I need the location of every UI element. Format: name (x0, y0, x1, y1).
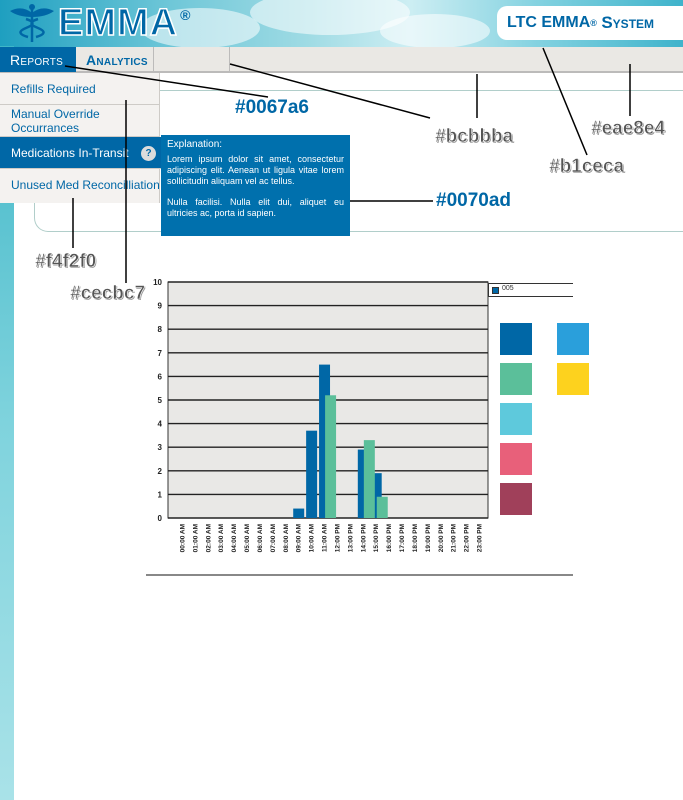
menu-item-refills-required[interactable]: Refills Required (0, 73, 160, 105)
y-tick-label: 6 (158, 372, 163, 381)
x-tick-label: 02:00 AM (205, 524, 212, 552)
palette-swatch-7 (500, 483, 532, 515)
bar (306, 430, 318, 518)
x-tick-label: 01:00 AM (192, 524, 199, 552)
x-tick-label: 07:00 AM (270, 524, 277, 552)
palette-swatch-3 (500, 363, 532, 395)
menu-item-medications-in-transit[interactable]: Medications In-Transit ? (0, 137, 161, 169)
palette-swatch-6 (500, 443, 532, 475)
annotation-nav-bg-color: #eae8e4 (591, 118, 666, 140)
bar (319, 364, 331, 518)
legend-label: 005 (502, 285, 514, 292)
x-tick-label: 15:00 PM (373, 524, 380, 552)
nav-bar: Reports Analytics (0, 47, 683, 73)
reports-dropdown-menu: Refills Required Manual Override Occurra… (0, 73, 161, 203)
x-tick-label: 19:00 PM (425, 524, 432, 552)
bar-chart: 0 1 2 3 4 5 6 7 8 9 10 00:00 AM 01:00 AM 02:00 AM 03:0… (153, 278, 489, 552)
x-tick-label: 17:00 PM (399, 524, 406, 552)
annotation-frame-color: #b1ceca (549, 156, 625, 178)
tooltip-title: Explanation: (167, 139, 223, 150)
x-tick-label: 00:00 AM (179, 524, 186, 552)
y-tick-label: 5 (158, 396, 163, 405)
menu-item-unused-med-reconciliation[interactable]: Unused Med Reconcilliation (0, 169, 160, 201)
bar (357, 449, 369, 518)
y-tick-label: 0 (158, 514, 163, 523)
y-tick-label: 3 (158, 443, 163, 452)
x-tick-label: 11:00 AM (322, 524, 329, 552)
bar (293, 508, 305, 518)
bar (370, 473, 382, 518)
annotation-tooltip-color: #0070ad (436, 190, 512, 211)
left-decor-strip (0, 46, 14, 800)
menu-item-label: Unused Med Reconcilliation (11, 178, 160, 192)
legend-swatch (492, 287, 499, 294)
x-tick-label: 16:00 PM (386, 524, 393, 552)
explanation-tooltip: Explanation: Lorem ipsum dolor sit amet,… (161, 135, 350, 236)
palette-swatch-5 (500, 403, 532, 435)
y-tick-label: 1 (158, 490, 163, 499)
tooltip-body-1: Lorem ipsum dolor sit amet, consectetur … (167, 154, 344, 186)
medications-chart: 0 1 2 3 4 5 6 7 8 9 10 00:00 AM 01:00 AM 02:00 AM 03:0… (130, 275, 580, 575)
chart-legend: 005 (488, 283, 573, 297)
x-tick-label: 05:00 AM (244, 524, 251, 552)
bar (325, 395, 337, 518)
x-tick-label: 14:00 PM (360, 524, 367, 552)
chart-bottom-rule (146, 574, 573, 576)
x-tick-label: 08:00 AM (283, 524, 290, 552)
app-header: EMMA ® LTC EMMA® System (0, 0, 683, 47)
annotation-menu-bg-color: #f4f2f0 (35, 251, 97, 273)
x-tick-label: 10:00 AM (309, 524, 316, 552)
y-tick-label: 7 (158, 349, 163, 358)
nav-separator (229, 47, 230, 72)
menu-item-label: Medications In-Transit (11, 145, 129, 160)
logo-registered-mark: ® (180, 7, 191, 23)
system-prefix: LTC EMMA (507, 14, 591, 31)
caduceus-icon (10, 4, 54, 42)
x-tick-label: 06:00 AM (257, 524, 264, 552)
menu-item-label: Refills Required (11, 81, 96, 96)
menu-item-label: Manual Override Occurrances (11, 106, 100, 135)
y-tick-label: 9 (158, 302, 163, 311)
palette-swatch-2 (557, 323, 589, 355)
y-tick-label: 8 (158, 325, 163, 334)
system-suffix: System (601, 13, 655, 32)
y-tick-label: 2 (158, 467, 163, 476)
logo-text: EMMA (57, 2, 179, 44)
emma-logo[interactable]: EMMA ® (6, 2, 206, 44)
annotation-nav-border-color: #bcbbba (435, 126, 514, 148)
menu-item-manual-override[interactable]: Manual Override Occurrances (0, 105, 160, 137)
x-tick-label: 13:00 PM (347, 524, 354, 552)
x-tick-label: 09:00 AM (296, 524, 303, 552)
system-registered-mark: ® (590, 18, 597, 28)
tab-reports[interactable]: Reports (0, 47, 76, 72)
annotation-menu-border-color: #cecbc7 (70, 283, 146, 305)
bar (376, 496, 388, 518)
x-tick-label: 20:00 PM (438, 524, 445, 552)
palette-swatch-4 (557, 363, 589, 395)
y-tick-label: 10 (153, 278, 162, 287)
system-badge: LTC EMMA® System (497, 6, 683, 40)
x-tick-label: 03:00 AM (218, 524, 225, 552)
x-tick-label: 23:00 PM (477, 524, 484, 552)
palette-swatch-1 (500, 323, 532, 355)
help-icon[interactable]: ? (141, 146, 156, 161)
x-tick-label: 04:00 AM (231, 524, 238, 552)
annotation-primary-color: #0067a6 (235, 97, 309, 118)
x-tick-label: 22:00 PM (464, 524, 471, 552)
bar (363, 440, 375, 518)
x-tick-label: 21:00 PM (451, 524, 458, 552)
x-tick-label: 18:00 PM (412, 524, 419, 552)
tab-analytics[interactable]: Analytics (76, 47, 154, 72)
x-tick-label: 12:00 PM (334, 524, 341, 552)
y-tick-label: 4 (158, 420, 163, 429)
tooltip-body-2: Nulla facilisi. Nulla elit dui, aliquet … (167, 197, 344, 218)
